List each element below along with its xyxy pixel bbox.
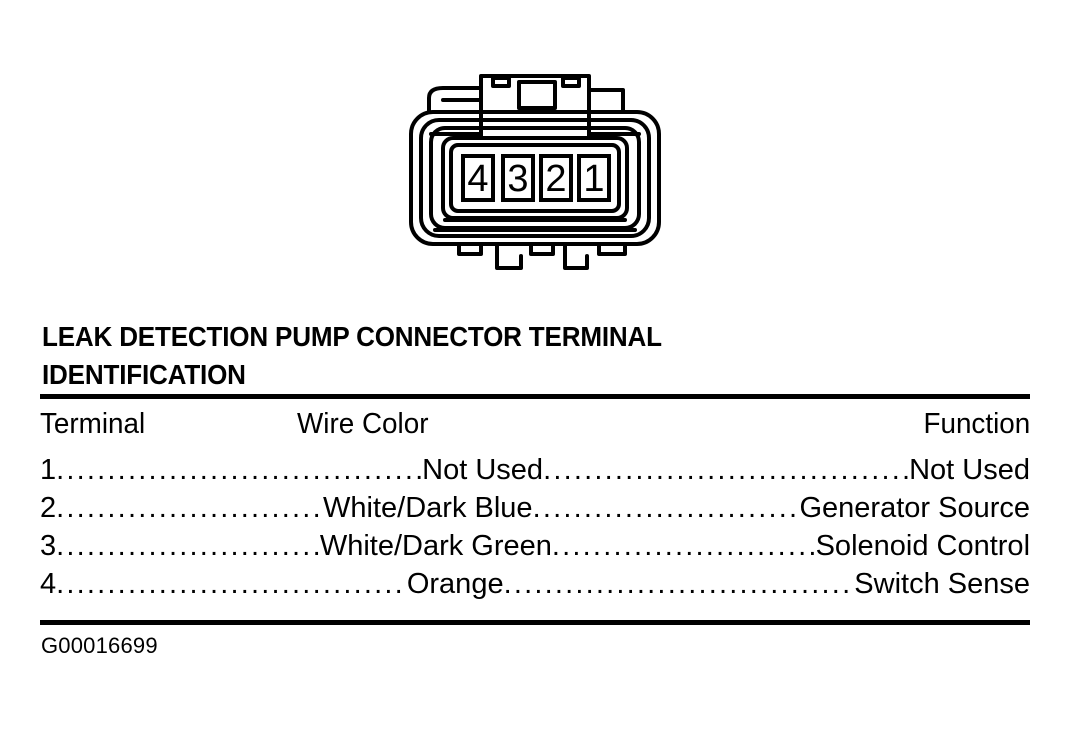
cavity-box-4 bbox=[461, 154, 495, 202]
table-row: 3 White/Dark Green Solenoid Control bbox=[40, 530, 1030, 568]
cavity-label-3: 3 bbox=[507, 158, 528, 200]
table-header-row: Terminal Wire Color Function bbox=[40, 408, 1030, 446]
connector-illustration: 4 3 2 1 bbox=[0, 60, 1070, 275]
table-body: 1 Not Used Not Used 2 White/Dark Blue Generat… bbox=[40, 454, 1030, 606]
cell-terminal: 3 bbox=[40, 530, 57, 562]
connector-latch-window bbox=[517, 80, 557, 110]
cavity-label-1: 1 bbox=[583, 158, 604, 200]
cavity-box-2 bbox=[539, 154, 573, 202]
figure-id: G00016699 bbox=[41, 633, 158, 658]
table-row: 4 Orange Switch Sense bbox=[40, 568, 1030, 606]
cell-terminal: 4 bbox=[40, 568, 57, 600]
connector-inner-housing-ring bbox=[449, 143, 621, 213]
connector-drawing: 4 3 2 1 bbox=[409, 74, 661, 270]
connector-latch-tower bbox=[479, 74, 591, 114]
connector-latch-notch-left bbox=[491, 76, 511, 88]
connector-cavities: 4 3 2 1 bbox=[461, 154, 611, 202]
connector-latch-notch-right bbox=[561, 76, 581, 88]
cell-wire-color: White/Dark Green bbox=[319, 530, 552, 562]
table-row: 2 White/Dark Blue Generator Source bbox=[40, 492, 1030, 530]
cavity-box-3 bbox=[501, 154, 535, 202]
connector-shell-ring-2 bbox=[419, 118, 651, 238]
column-header-terminal: Terminal bbox=[40, 408, 146, 440]
cell-terminal: 1 bbox=[40, 454, 57, 486]
table-bottom-rule bbox=[40, 620, 1030, 625]
dot-leader bbox=[56, 568, 407, 601]
dot-leader bbox=[543, 454, 909, 487]
column-header-wire-color: Wire Color bbox=[297, 408, 429, 440]
cell-wire-color: Not Used bbox=[422, 454, 544, 486]
cavity-box-1 bbox=[577, 154, 611, 202]
cell-wire-color: White/Dark Blue bbox=[323, 492, 533, 524]
cell-function: Switch Sense bbox=[854, 568, 1030, 600]
cell-function: Solenoid Control bbox=[815, 530, 1030, 562]
cell-wire-color: Orange bbox=[406, 568, 504, 600]
connector-hook-right bbox=[563, 242, 589, 270]
dot-leader bbox=[56, 492, 323, 525]
figure-title: LEAK DETECTION PUMP CONNECTOR TERMINAL I… bbox=[42, 321, 662, 390]
terminal-identification-table: Terminal Wire Color Function 1 Not Used No… bbox=[40, 408, 1030, 606]
connector-hook-left bbox=[495, 242, 523, 270]
dot-leader bbox=[56, 454, 422, 487]
dot-leader bbox=[504, 568, 855, 601]
connector-latch-wing-left bbox=[427, 86, 483, 114]
dot-leader bbox=[552, 530, 816, 563]
connector-tab-1 bbox=[457, 242, 483, 256]
cavity-label-4: 4 bbox=[467, 158, 488, 200]
dot-leader bbox=[56, 530, 320, 563]
table-row: 1 Not Used Not Used bbox=[40, 454, 1030, 492]
cell-function: Generator Source bbox=[799, 492, 1030, 524]
connector-latch-wing-right bbox=[587, 88, 625, 114]
connector-tab-3 bbox=[597, 242, 627, 256]
table-top-rule bbox=[40, 394, 1030, 399]
cavity-label-2: 2 bbox=[545, 158, 566, 200]
dot-leader bbox=[533, 492, 800, 525]
cell-terminal: 2 bbox=[40, 492, 57, 524]
connector-tab-2 bbox=[529, 242, 555, 256]
column-header-function: Function bbox=[923, 408, 1030, 440]
cell-function: Not Used bbox=[909, 454, 1030, 486]
